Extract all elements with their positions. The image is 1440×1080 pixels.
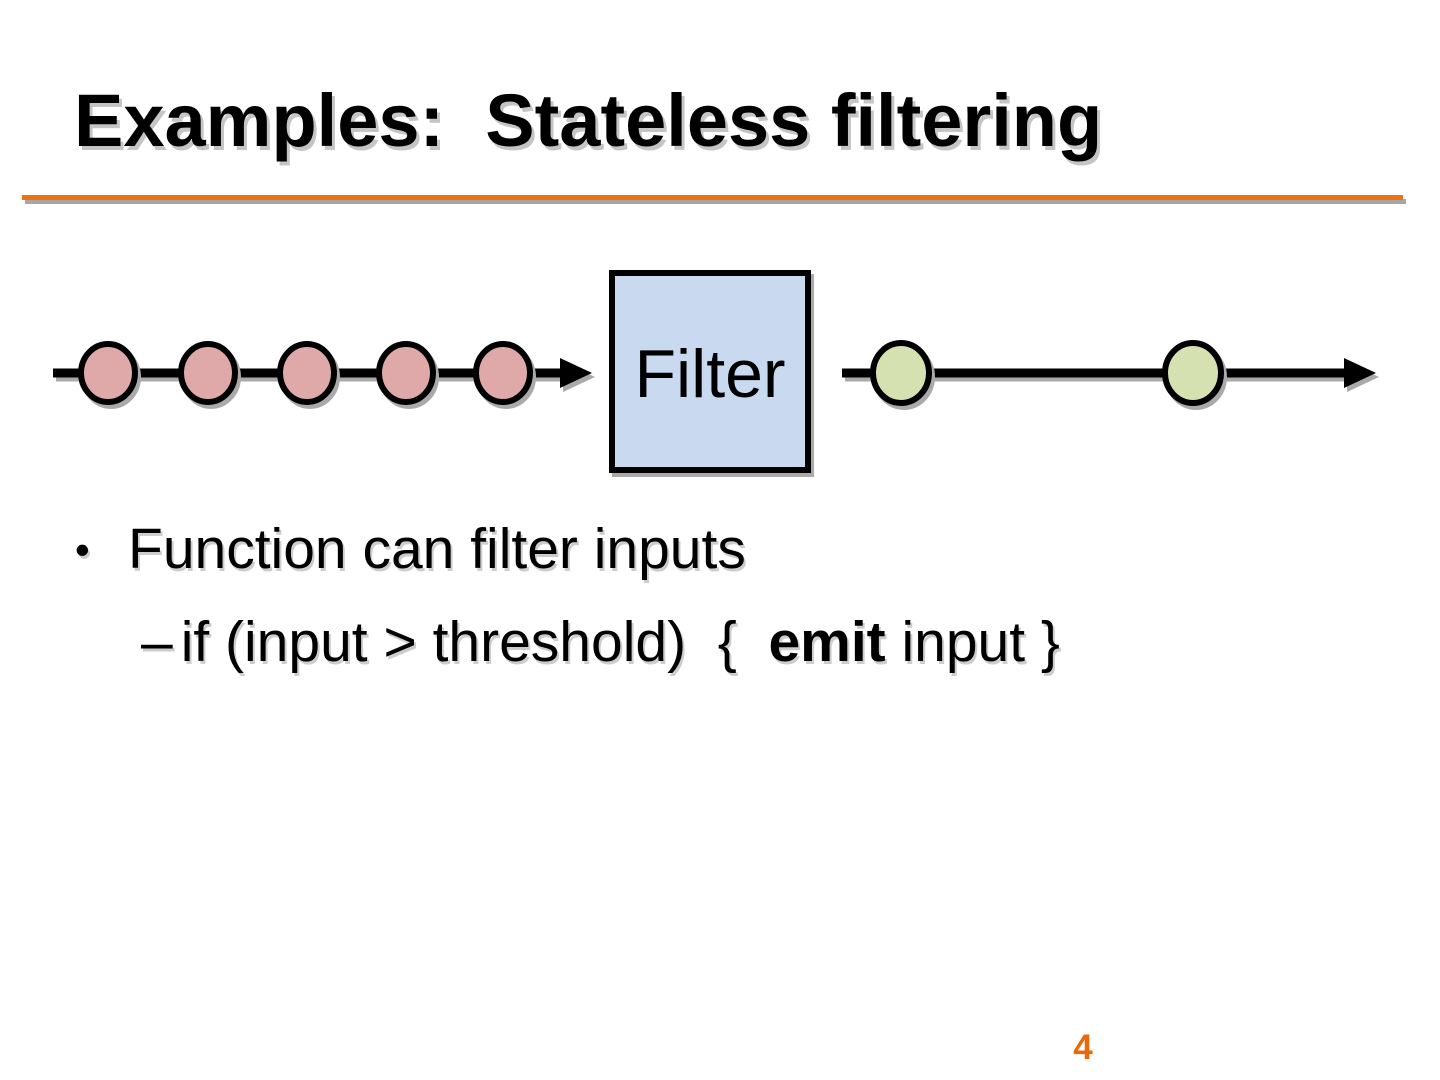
output-item-circle [1162,340,1224,406]
filter-box [609,270,811,473]
output-arrowhead-icon [1344,358,1376,388]
filter-box-label: Filter [634,336,785,412]
bullet-level2-text: if (input > threshold) { emit input } [181,610,1060,676]
input-arrowhead-icon [560,358,592,388]
sub-bullet-dash-icon: – [141,610,173,674]
output-item-circle [870,340,932,406]
input-item-circle [473,341,533,405]
slide-title: Examples: Stateless filtering [74,79,1103,162]
filter-diagram: Filter [53,270,1376,473]
page-number: 4 [1073,1028,1093,1067]
bullet-level2-suffix: input } [885,610,1060,674]
input-item-circle [78,341,138,405]
input-item-circle [277,341,337,405]
bullet-level2-emit-keyword: emit [768,610,886,674]
bullet-level2-prefix: if (input > threshold) { [180,610,769,674]
title-divider-line [22,195,1403,200]
input-item-circle [178,341,238,405]
bullet-level1-text: Function can filter inputs [128,517,746,581]
bullet-level2-row: – if (input > threshold) { emit input } [141,610,1060,676]
bullet-icon: • [75,526,90,573]
input-item-circle [376,341,436,405]
bullet-level1-row: • Function can filter inputs [75,517,746,583]
